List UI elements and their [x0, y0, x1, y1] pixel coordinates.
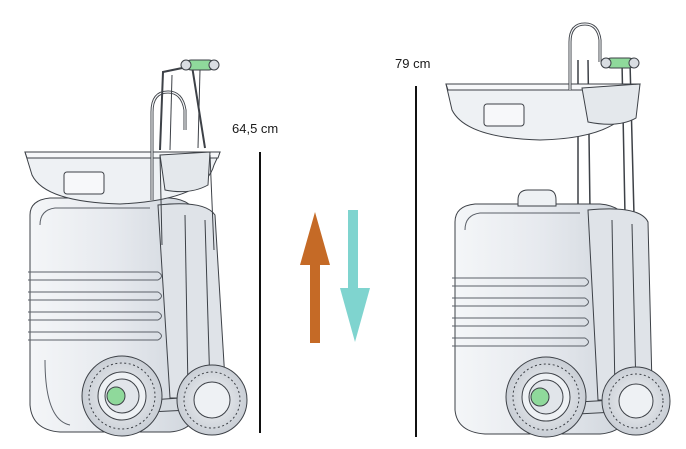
arrow-up-icon — [300, 212, 330, 343]
wheel-front — [81, 355, 163, 437]
basin-window — [483, 103, 525, 127]
height-label-collapsed: 64,5 cm — [232, 121, 279, 136]
extended-rods — [577, 59, 635, 216]
arrow-down-icon — [340, 210, 370, 342]
wheel-rear — [176, 364, 248, 436]
soap-tray — [159, 151, 211, 193]
wheel-rear — [601, 366, 671, 436]
washstand-extended — [445, 22, 671, 438]
wheel-front — [505, 356, 587, 438]
pump-rod — [159, 64, 206, 151]
tank-ribs — [28, 207, 162, 426]
faucet — [568, 22, 602, 90]
height-label-extended: 79 cm — [395, 56, 431, 71]
tank-ribs — [452, 212, 589, 347]
basin-window — [63, 171, 105, 195]
tank-cap — [517, 189, 557, 207]
washstand-collapsed — [24, 59, 248, 437]
soap-tray — [581, 83, 641, 125]
